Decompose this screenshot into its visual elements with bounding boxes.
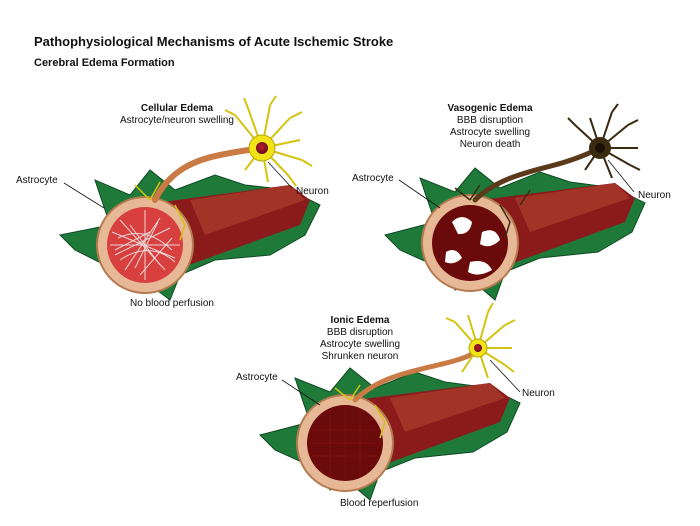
ionic-edema-line-3: Shrunken neuron xyxy=(321,351,399,362)
ionic-neuron-dendrites xyxy=(445,302,516,379)
cellular-neuron-label: Neuron xyxy=(296,186,329,197)
vasogenic-astrocyte-label: Astrocyte xyxy=(352,173,394,184)
cellular-neuron-dendrites xyxy=(224,95,313,187)
ionic-neuron-label: Neuron xyxy=(522,388,555,399)
cellular-footer: No blood perfusion xyxy=(130,298,214,309)
ionic-edema-heading: Ionic Edema xyxy=(330,315,390,326)
ionic-astrocyte-label: Astrocyte xyxy=(236,372,278,383)
vasogenic-neuron-label: Neuron xyxy=(638,190,671,201)
vasogenic-edema-line-1: BBB disruption xyxy=(456,115,524,126)
clot-mesh xyxy=(110,210,180,280)
bbb-gaps xyxy=(445,217,500,275)
leader-lines xyxy=(63,159,635,406)
vasogenic-neuron-dendrites xyxy=(567,103,641,179)
diagram-subtitle: Cerebral Edema Formation xyxy=(34,57,175,69)
vasogenic-edema-vessel xyxy=(384,103,646,301)
ionic-edema-line-2: Astrocyte swelling xyxy=(319,339,401,350)
cellular-edema-caption: Cellular Edema Astrocyte/neuron swelling xyxy=(112,103,242,127)
vasogenic-edema-caption: Vasogenic Edema BBB disruption Astrocyte… xyxy=(430,103,550,151)
vasogenic-edema-line-2: Astrocyte swelling xyxy=(449,127,531,138)
cellular-edema-vessel xyxy=(58,95,321,301)
ionic-footer: Blood reperfusion xyxy=(340,498,419,509)
cellular-edema-line-1: Astrocyte/neuron swelling xyxy=(120,115,234,126)
cellular-astrocyte-label: Astrocyte xyxy=(16,175,58,186)
diagram-title: Pathophysiological Mechanisms of Acute I… xyxy=(34,34,394,49)
vasogenic-edema-line-3: Neuron death xyxy=(459,139,521,150)
ionic-edema-caption: Ionic Edema BBB disruption Astrocyte swe… xyxy=(300,315,420,363)
ionic-edema-vessel xyxy=(259,302,521,501)
cellular-edema-heading: Cellular Edema xyxy=(140,103,214,114)
vasogenic-edema-heading: Vasogenic Edema xyxy=(447,103,533,114)
ionic-edema-line-1: BBB disruption xyxy=(326,327,394,338)
